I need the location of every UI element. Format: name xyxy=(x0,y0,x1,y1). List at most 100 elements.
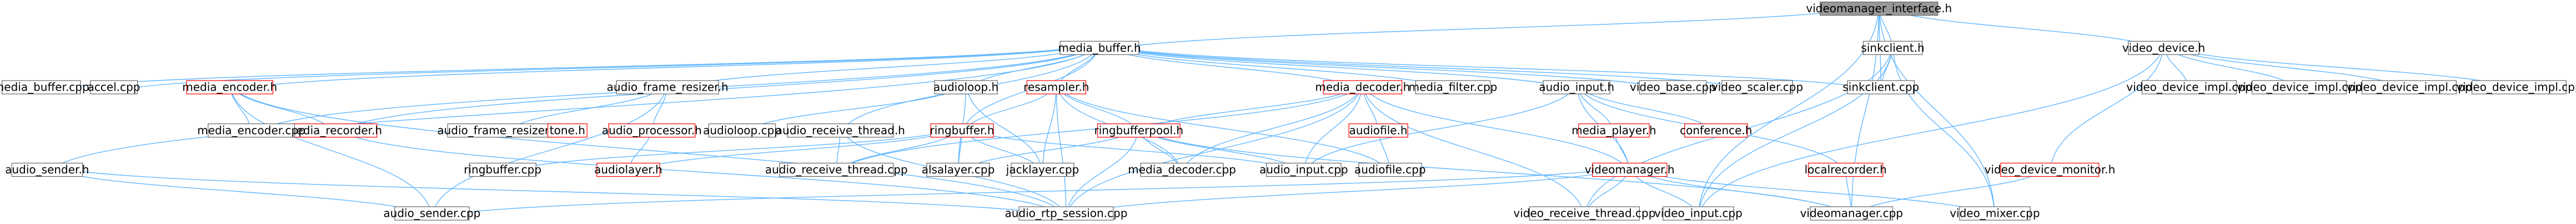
node-video-receive-thread-cpp[interactable]: video_receive_thread.cpp xyxy=(1513,206,1655,221)
node-tone-h[interactable]: tone.h xyxy=(547,123,587,138)
node-audio-frame-resizer-h[interactable]: audio_frame_resizer.h xyxy=(607,80,729,94)
node-label[interactable]: media_filter.cpp xyxy=(1409,80,1498,93)
node-label[interactable]: video_device_impl.cpp xyxy=(2346,80,2472,93)
node-ringbufferpool-h[interactable]: ringbufferpool.h xyxy=(1094,123,1183,138)
node-box[interactable] xyxy=(930,123,994,138)
node-label[interactable]: video_device.h xyxy=(2122,41,2205,54)
node-label[interactable]: audiolayer.h xyxy=(594,163,662,176)
node-label[interactable]: media_buffer.h xyxy=(1058,41,1141,54)
node-box[interactable] xyxy=(1018,206,1114,221)
node-audioloop-h[interactable]: audioloop.h xyxy=(933,80,998,94)
node-box[interactable] xyxy=(394,206,470,221)
node-box[interactable] xyxy=(1543,80,1610,94)
node-localrecorder-h[interactable]: localrecorder.h xyxy=(1805,162,1887,177)
node-audio-receive-thread-cpp[interactable]: audio_receive_thread.cpp xyxy=(765,162,908,177)
node-box[interactable] xyxy=(779,162,894,177)
node-label[interactable]: media_player.h xyxy=(1571,123,1656,137)
node-video-mixer-cpp[interactable]: video_mixer.cpp xyxy=(1950,206,2040,221)
node-videomanager-h[interactable]: videomanager.h xyxy=(1585,162,1675,177)
node-label[interactable]: audio_receive_thread.h xyxy=(776,123,905,137)
node-box[interactable] xyxy=(616,80,719,94)
node-box[interactable] xyxy=(90,80,138,94)
node-box[interactable] xyxy=(596,162,660,177)
node-box[interactable] xyxy=(1862,41,1923,55)
node-label[interactable]: audio_frame_resizer.h xyxy=(607,80,729,93)
node-label[interactable]: alsalayer.cpp xyxy=(922,163,995,176)
node-label[interactable]: audio_rtp_session.cpp xyxy=(1005,206,1127,220)
node-label[interactable]: video_scaler.cpp xyxy=(1711,80,1803,93)
node-box[interactable] xyxy=(447,123,562,138)
node-audiolayer-h[interactable]: audiolayer.h xyxy=(594,162,662,177)
node-box[interactable] xyxy=(1097,123,1181,138)
node-box[interactable] xyxy=(469,162,536,177)
node-box[interactable] xyxy=(290,123,378,138)
node-box[interactable] xyxy=(1591,162,1668,177)
node-label[interactable]: video_mixer.cpp xyxy=(1950,206,2040,220)
node-audio-rtp-session-cpp[interactable]: audio_rtp_session.cpp xyxy=(1005,206,1127,221)
node-video-device-monitor-h[interactable]: video_device_monitor.h xyxy=(1985,162,2116,177)
node-alsalayer-cpp[interactable]: alsalayer.cpp xyxy=(922,162,995,177)
node-box[interactable] xyxy=(1578,123,1650,138)
node-label[interactable]: audioloop.cpp xyxy=(703,123,781,137)
node-box[interactable] xyxy=(2000,162,2100,177)
node-media-encoder-cpp[interactable]: media_encoder.cpp xyxy=(197,123,305,138)
node-label[interactable]: videomanager_interface.h xyxy=(1806,2,1952,15)
node-ringbuffer-cpp[interactable]: ringbuffer.cpp xyxy=(464,162,541,177)
node-box[interactable] xyxy=(1026,80,1086,94)
node-label[interactable]: sinkclient.cpp xyxy=(1842,80,1919,93)
node-media-decoder-h[interactable]: media_decoder.h xyxy=(1315,80,1410,94)
node-box[interactable] xyxy=(1959,206,2031,221)
node-video-device-h[interactable]: video_device.h xyxy=(2122,41,2205,55)
node-label[interactable]: conference.h xyxy=(1680,123,1752,137)
node-label[interactable]: jacklayer.cpp xyxy=(1006,163,1079,176)
node-accel-cpp[interactable]: accel.cpp xyxy=(88,80,140,94)
node-label[interactable]: media_encoder.h xyxy=(182,80,277,93)
node-video-scaler-cpp[interactable]: video_scaler.cpp xyxy=(1711,80,1803,94)
node-jacklayer-cpp[interactable]: jacklayer.cpp xyxy=(1006,162,1079,177)
node-label[interactable]: media_decoder.cpp xyxy=(1128,163,1236,176)
node-label[interactable]: video_device_impl.cpp xyxy=(2126,80,2252,93)
node-label[interactable]: videomanager.h xyxy=(1585,163,1675,176)
node-box[interactable] xyxy=(186,80,274,94)
node-box[interactable] xyxy=(2361,80,2457,94)
node-box[interactable] xyxy=(1,80,81,94)
node-box[interactable] xyxy=(708,123,776,138)
node-audio-sender-h[interactable]: audio_sender.h xyxy=(5,162,89,177)
node-label[interactable]: audioloop.h xyxy=(933,80,998,93)
node-label[interactable]: video_base.cpp xyxy=(1630,80,1716,93)
node-ringbuffer-h[interactable]: ringbuffer.h xyxy=(930,123,995,138)
node-label[interactable]: resampler.h xyxy=(1023,80,1089,93)
node-media-filter-cpp[interactable]: media_filter.cpp xyxy=(1409,80,1498,94)
node-box[interactable] xyxy=(547,123,587,138)
node-video-device-impl-cpp-4[interactable]: video_device_impl.cpp xyxy=(2456,80,2576,94)
node-box[interactable] xyxy=(2251,80,2347,94)
node-box[interactable] xyxy=(2472,80,2567,94)
node-audiofile-h[interactable]: audiofile.h xyxy=(1348,123,1408,138)
node-audio-input-cpp[interactable]: audio_input.cpp xyxy=(1259,162,1348,177)
node-box[interactable] xyxy=(1807,162,1884,177)
node-audio-receive-thread-h[interactable]: audio_receive_thread.h xyxy=(776,123,905,138)
node-label[interactable]: video_device_impl.cpp xyxy=(2236,80,2362,93)
node-audio-processor-h[interactable]: audio_processor.h xyxy=(602,123,702,138)
node-video-device-impl-cpp-2[interactable]: video_device_impl.cpp xyxy=(2236,80,2362,94)
node-video-device-impl-cpp-1[interactable]: video_device_impl.cpp xyxy=(2126,80,2252,94)
node-media-recorder-h[interactable]: media_recorder.h xyxy=(285,123,382,138)
node-label[interactable]: video_device_impl.cpp xyxy=(2456,80,2576,93)
node-label[interactable]: sinkclient.h xyxy=(1861,41,1924,54)
node-box[interactable] xyxy=(1721,80,1793,94)
node-sinkclient-h[interactable]: sinkclient.h xyxy=(1861,41,1925,55)
node-videomanager-cpp[interactable]: videomanager.cpp xyxy=(1800,206,1903,221)
node-box[interactable] xyxy=(1140,162,1224,177)
node-media-decoder-cpp[interactable]: media_decoder.cpp xyxy=(1128,162,1236,177)
node-label[interactable]: video_input.cpp xyxy=(1654,206,1743,220)
node-label[interactable]: audio_input.h xyxy=(1539,80,1614,93)
node-box[interactable] xyxy=(1358,162,1422,177)
node-resampler-h[interactable]: resampler.h xyxy=(1023,80,1089,94)
node-label[interactable]: media_encoder.cpp xyxy=(197,123,305,137)
node-label[interactable]: audio_sender.cpp xyxy=(383,206,480,220)
node-box[interactable] xyxy=(608,123,696,138)
node-label[interactable]: ringbuffer.h xyxy=(930,123,995,137)
node-box[interactable] xyxy=(1847,80,1915,94)
node-label[interactable]: localrecorder.h xyxy=(1805,163,1887,176)
node-audio-sender-cpp[interactable]: audio_sender.cpp xyxy=(383,206,480,221)
